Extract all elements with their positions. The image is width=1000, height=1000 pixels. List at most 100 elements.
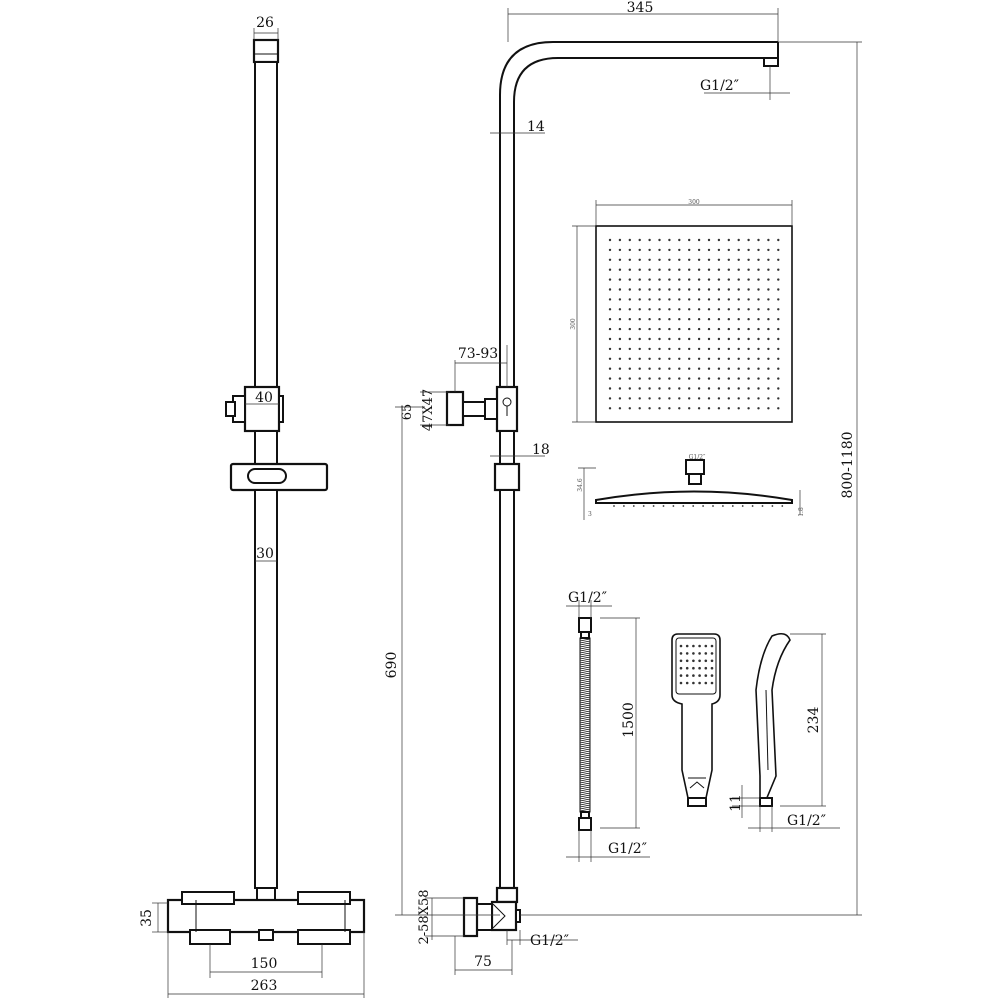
nozzle-dot (658, 238, 661, 242)
dim-side-slider: 18 (532, 442, 550, 458)
nozzle-dot (608, 347, 612, 351)
nozzle-dot (648, 248, 651, 252)
nozzle-dot (658, 327, 661, 331)
nozzle-dot (658, 288, 661, 291)
handset-nozzle-dot (685, 659, 689, 663)
nozzle-dot (707, 298, 711, 301)
nozzle-dot (727, 268, 730, 271)
handset-nozzle-dot (704, 659, 708, 663)
nozzle-dot (727, 278, 730, 281)
nozzle-dot (608, 397, 612, 400)
nozzle-dot (658, 347, 661, 351)
dim-head-side-b: 3 (588, 511, 592, 518)
nozzle-dot (638, 327, 641, 331)
nozzle-dot (638, 278, 641, 281)
dim-side-bracket-h: 65 (400, 404, 415, 421)
nozzle-dot (697, 387, 701, 390)
nozzle-dot (717, 268, 721, 271)
handset-nozzle-dot (698, 644, 701, 648)
nozzle-dot (707, 288, 711, 291)
nozzle-dot (618, 337, 622, 341)
nozzle-dot (757, 387, 760, 390)
hose-coil-segment (579, 649, 591, 655)
nozzle-dot (618, 308, 622, 311)
nozzle-dot (717, 248, 721, 252)
nozzle-dot (668, 327, 671, 331)
handset-nozzle-dot (710, 681, 714, 685)
nozzle-dot (697, 288, 701, 291)
shower-head-plate (595, 225, 793, 423)
nozzle-dot (757, 308, 760, 311)
nozzle-dot (648, 318, 651, 321)
nozzle-dot (668, 377, 671, 380)
front-riser-pipe (254, 61, 278, 388)
nozzle-dot (688, 268, 691, 271)
nozzle-dot (717, 288, 721, 291)
nozzle-dot (668, 258, 671, 261)
nozzle-dot (767, 318, 770, 321)
nozzle-dot (648, 337, 651, 341)
nozzle-dot (658, 377, 661, 380)
side-wall-plate (445, 390, 465, 427)
hose-coil-segment (579, 753, 591, 759)
nozzle-dot (727, 308, 730, 311)
nozzle-dot (702, 505, 704, 507)
nozzle-dot (717, 337, 721, 341)
nozzle-dot (608, 318, 612, 321)
nozzle-dot (638, 387, 641, 390)
nozzle-dot (707, 387, 711, 390)
nozzle-dot (668, 308, 671, 311)
nozzle-dot (658, 397, 661, 400)
hose-coil-segment (579, 693, 591, 699)
nozzle-dot (761, 505, 764, 507)
hose-coil-segment (579, 761, 591, 767)
nozzle-dot (658, 248, 661, 252)
nozzle-dot (757, 248, 760, 252)
nozzle-dot (777, 337, 780, 341)
hose-coil-segment (579, 729, 591, 735)
nozzle-dot (648, 278, 651, 281)
nozzle-dot (717, 298, 721, 301)
nozzle-dot (757, 288, 760, 291)
dim-head-side-a: 34.6 (577, 478, 584, 492)
nozzle-dot (638, 258, 641, 261)
front-top-cap (252, 38, 280, 64)
nozzle-dot (757, 377, 760, 380)
nozzle-dot (623, 505, 625, 507)
handset-nozzle-dot (679, 681, 683, 685)
nozzle-dot (737, 367, 740, 370)
nozzle-dot (737, 268, 740, 271)
nozzle-dot (658, 367, 661, 370)
nozzle-dot (618, 397, 622, 400)
nozzle-dot (618, 248, 622, 252)
nozzle-dot (668, 318, 671, 321)
nozzle-dot (747, 357, 750, 360)
nozzle-dot (628, 278, 631, 281)
nozzle-dot (727, 337, 730, 341)
nozzle-dot (688, 397, 691, 400)
nozzle-dot (737, 377, 740, 380)
nozzle-dot (737, 327, 740, 331)
nozzle-dot (608, 407, 612, 410)
dim-side-total: 800-1180 (840, 431, 856, 498)
nozzle-dot (777, 248, 780, 252)
hose-drawing: G1/2″ 1500 G1/2″ (566, 590, 650, 862)
nozzle-dot (678, 347, 681, 351)
nozzle-dot (648, 308, 651, 311)
nozzle-dot (618, 278, 622, 281)
handset-nozzle-dot (704, 652, 708, 655)
nozzle-dot (638, 377, 641, 380)
hose-coil-segment (579, 789, 591, 795)
nozzle-dot (668, 288, 671, 291)
nozzle-dot (777, 258, 780, 261)
nozzle-dot (717, 258, 721, 261)
hose-coil-segment (579, 681, 591, 687)
nozzle-dot (717, 318, 721, 321)
nozzle-dot (741, 505, 744, 507)
nozzle-dot (678, 337, 681, 341)
nozzle-dot (668, 407, 671, 410)
hose-coil-segment (579, 641, 591, 647)
nozzle-dot (737, 238, 740, 242)
handset-nozzle-dot (692, 644, 695, 648)
nozzle-dot (777, 357, 780, 360)
